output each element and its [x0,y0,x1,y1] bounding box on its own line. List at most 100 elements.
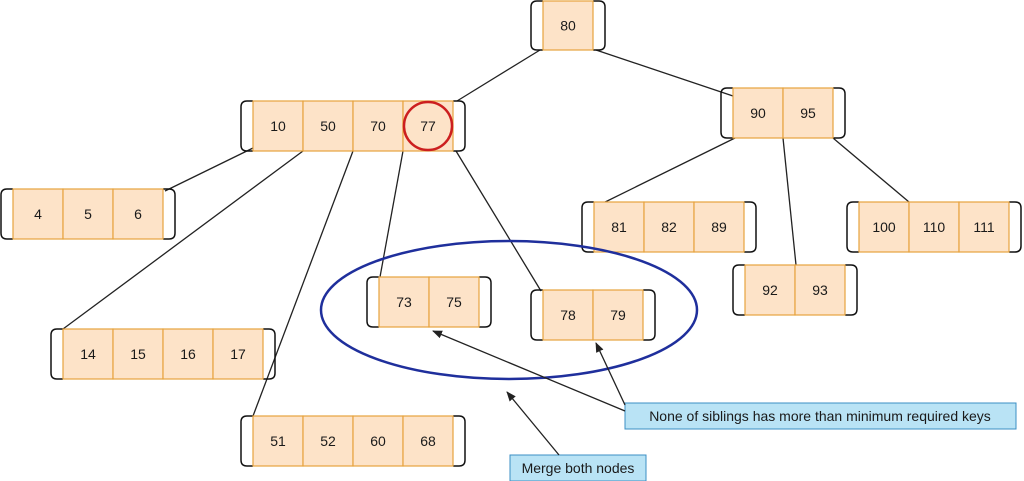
key-label: 16 [180,346,196,362]
key-label: 82 [661,219,677,235]
callout-text: None of siblings has more than minimum r… [649,408,991,424]
btree-node-leaf-92-93: 92 93 [732,264,858,316]
key-cell [352,415,404,467]
merge-group-ellipse [319,239,699,381]
btree-node-leaf-51-68: 51 52 60 68 [240,415,466,467]
node-bracket-right [453,415,466,467]
key-cell [693,201,745,253]
arrow-to-leaf-78-79 [595,342,626,406]
node-bracket-right [263,328,276,380]
key-label: 80 [560,18,576,34]
key-label: 79 [610,307,626,323]
node-bracket-left [366,276,379,328]
key-label: 77 [420,118,436,134]
node-bracket-left [530,289,543,341]
key-cell [542,289,594,341]
tree-edges [62,49,910,417]
node-bracket-right [643,289,656,341]
edge-root-left [456,49,541,102]
btree-node-leaf-81-89: 81 82 89 [581,201,757,253]
key-cell [593,201,645,253]
key-label: 100 [872,219,896,235]
key-cell [643,201,695,253]
btree-node-leaf-100-111: 100 110 111 [846,201,1022,253]
key-label: 50 [320,118,336,134]
key-cell [252,415,304,467]
node-bracket-left [846,201,859,253]
node-bracket-left [720,87,733,139]
btree-node-root: 80 [530,0,606,51]
node-bracket-left [50,328,63,380]
key-cell [402,415,454,467]
key-cell [12,188,64,240]
node-bracket-right [833,87,846,139]
key-cell [958,201,1010,253]
btree-node-leaf-14-17: 14 15 16 17 [50,328,276,380]
key-cell [542,0,594,51]
node-bracket-right [479,276,492,328]
key-cell [62,328,114,380]
btree-node-right: 90 95 [720,87,846,139]
key-label: 75 [446,294,462,310]
key-cell [782,87,834,139]
key-cell [592,289,644,341]
annotations: None of siblings has more than minimum r… [319,100,1017,481]
key-label: 6 [134,206,142,222]
edge-left-to-leaf-51-68 [252,150,354,417]
key-label: 14 [80,346,96,362]
edge-right-to-leaf-92-93 [782,137,797,266]
callout-siblings-note: None of siblings has more than minimum r… [624,402,1017,430]
key-cell [112,328,164,380]
node-bracket-right [744,201,757,253]
key-label: 51 [270,433,286,449]
arrow-to-merge-ellipse [506,391,560,456]
btree-node-leaf-73-75: 73 75 [366,276,492,328]
node-bracket-right [845,264,858,316]
key-label: 81 [611,219,627,235]
key-cell [744,264,796,316]
key-cell [162,328,214,380]
node-bracket-left [581,201,594,253]
arrow-to-leaf-73-75 [432,330,626,412]
key-label: 95 [800,105,816,121]
edge-root-right [595,49,734,97]
key-label: 68 [420,433,436,449]
deleted-key-highlight-circle [402,100,454,152]
key-label: 93 [812,282,828,298]
key-cell [794,264,846,316]
edge-left-to-leaf-73-75 [379,150,404,278]
callout-text: Merge both nodes [522,460,635,476]
key-label: 90 [750,105,766,121]
key-label: 60 [370,433,386,449]
btree-node-left: 10 50 70 77 [240,100,466,152]
key-label: 89 [711,219,727,235]
node-bracket-right [453,100,466,152]
edge-left-to-leaf-78-79 [455,150,542,292]
edge-left-to-leaf-14-17 [62,150,304,330]
callout-box [509,454,647,481]
key-label: 73 [396,294,412,310]
key-label: 110 [923,219,946,235]
key-label: 15 [130,346,146,362]
node-bracket-right [163,188,176,240]
node-bracket-left [0,188,13,240]
node-bracket-right [593,0,606,51]
key-cell [352,100,404,152]
edge-left-to-leaf-4-6 [164,147,254,192]
node-bracket-left [240,100,253,152]
key-label: 111 [973,219,994,235]
key-label: 5 [84,206,92,222]
key-label: 17 [230,346,246,362]
key-label: 10 [270,118,286,134]
key-label: 70 [370,118,386,134]
key-label: 52 [320,433,336,449]
node-bracket-left [240,415,253,467]
key-cell [428,276,480,328]
key-label: 92 [762,282,778,298]
key-cell [858,201,910,253]
callout-merge-note: Merge both nodes [509,454,647,481]
edge-right-to-leaf-100-111 [832,137,910,203]
